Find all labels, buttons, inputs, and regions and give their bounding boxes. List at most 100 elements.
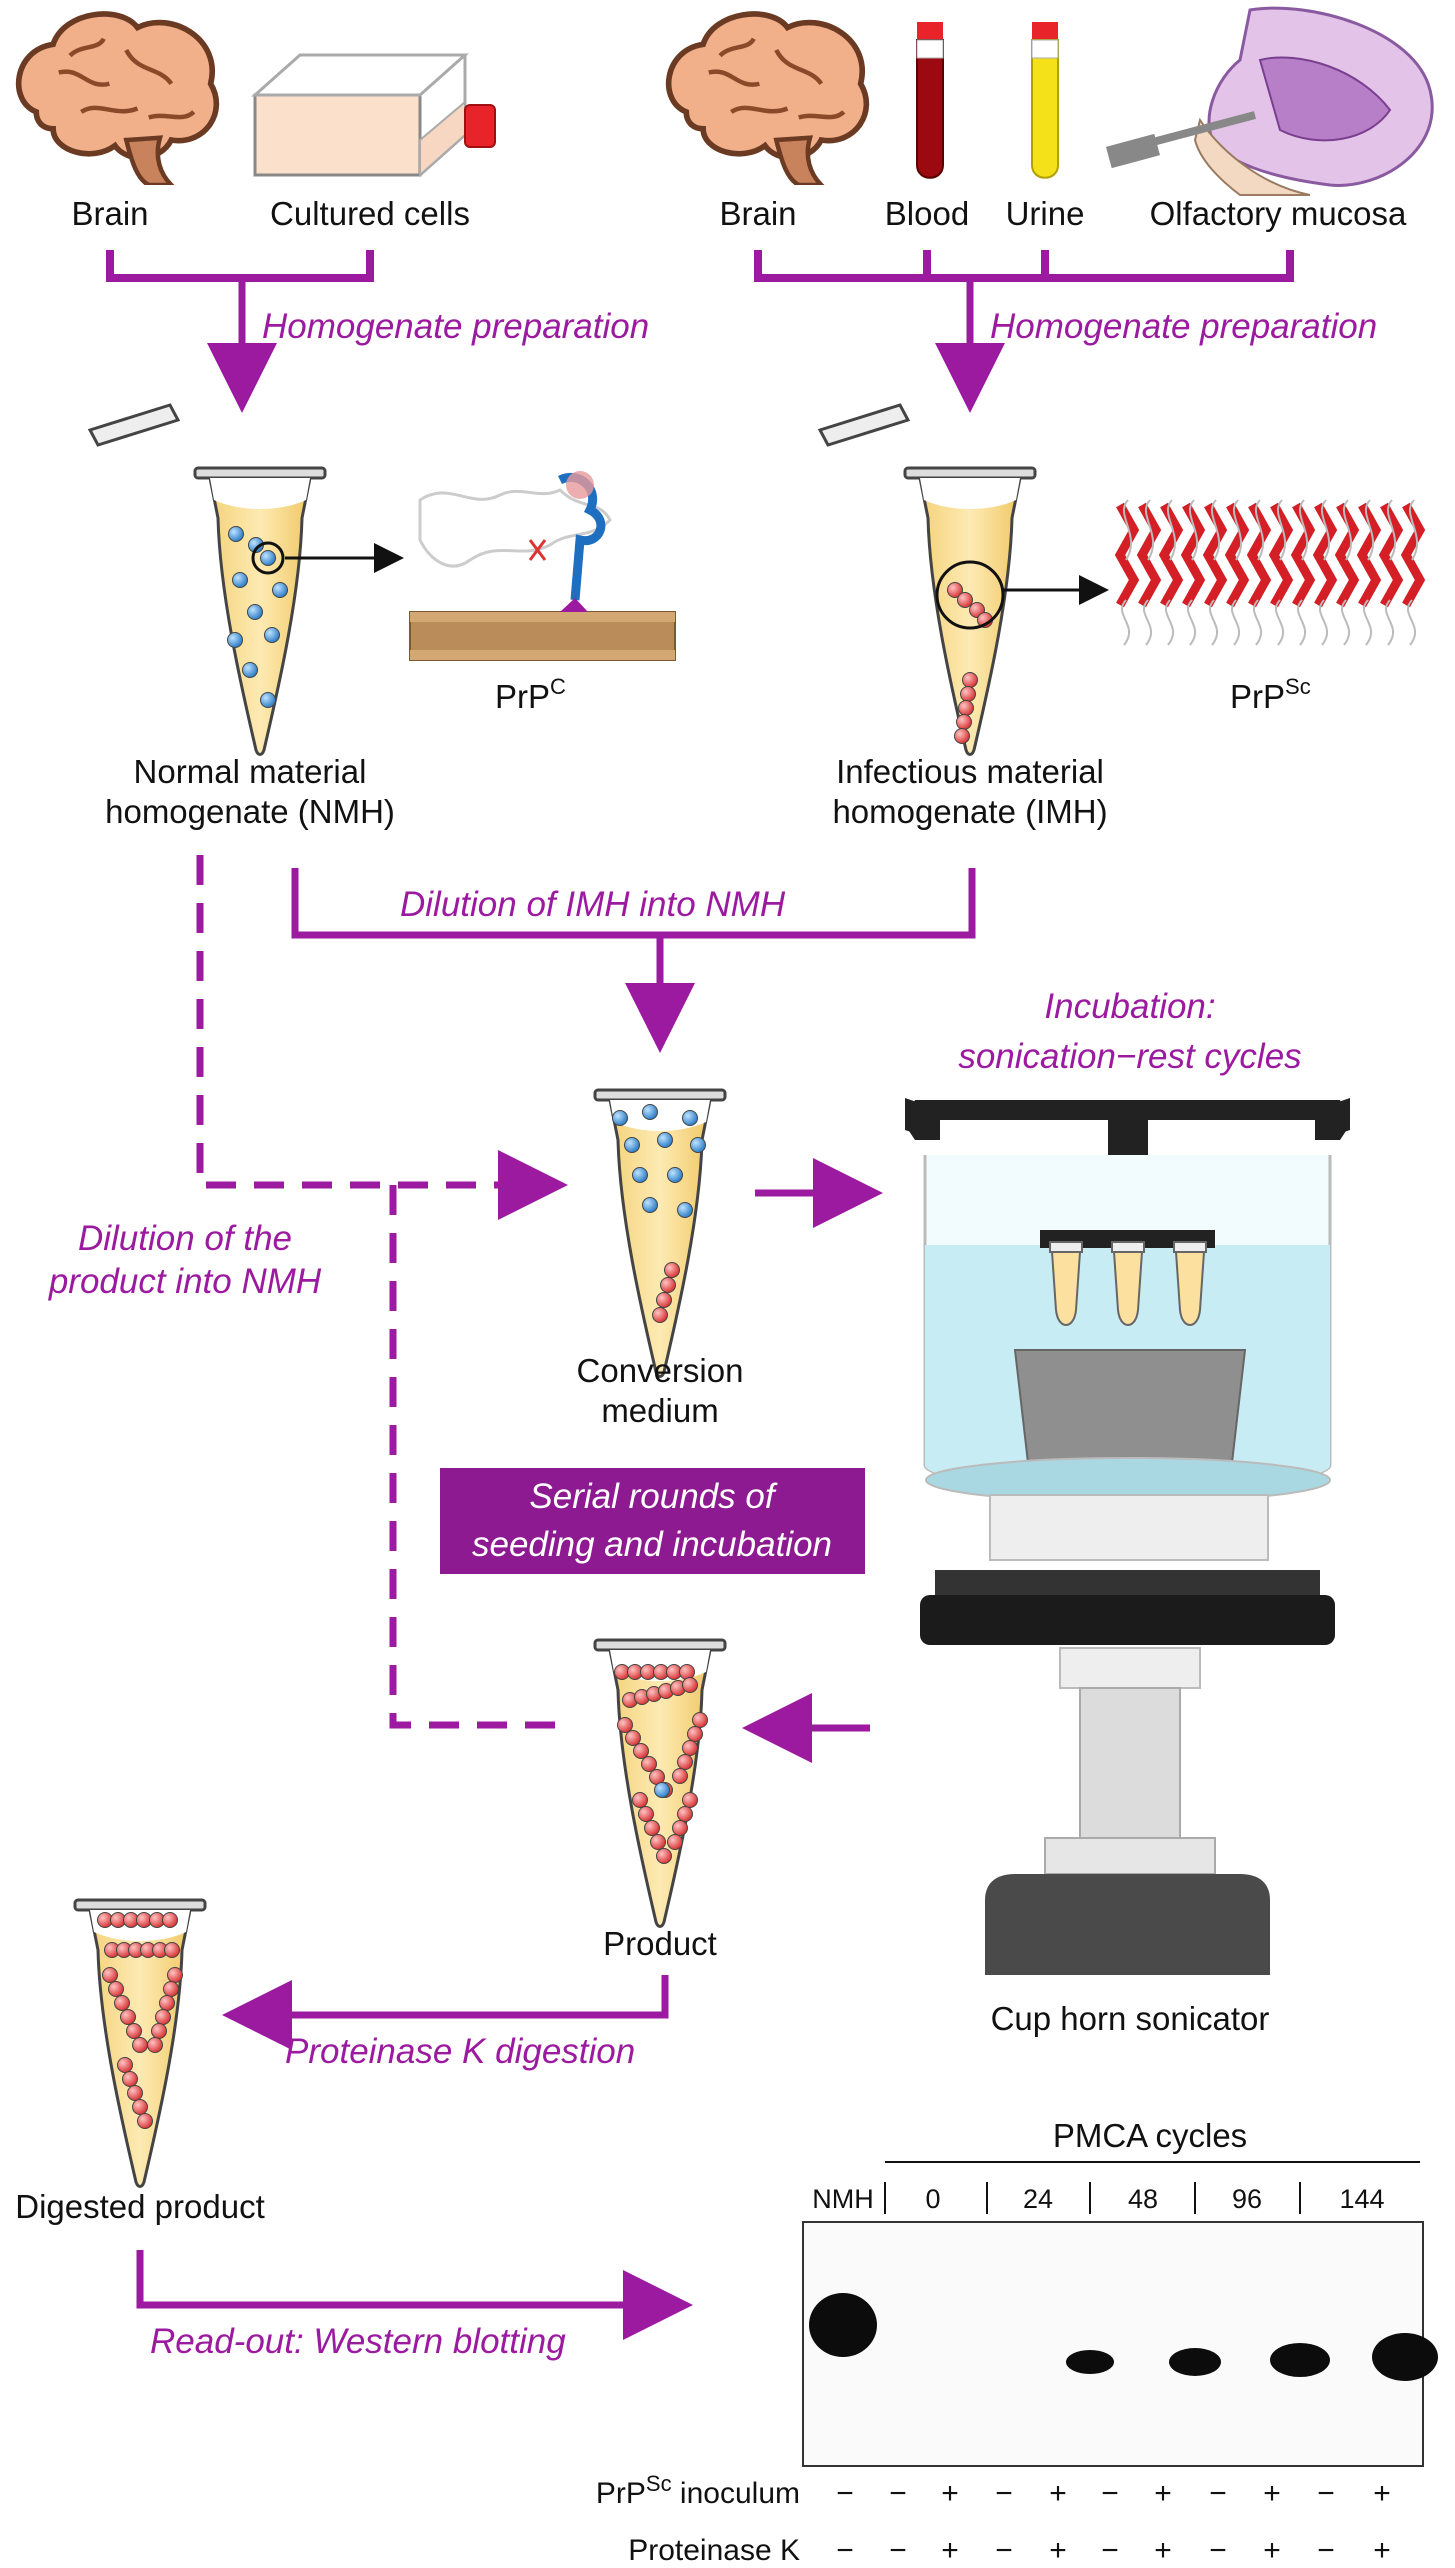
blot-header: PMCA cycles xyxy=(1053,2117,1247,2154)
step-readout: Read-out: Western blotting xyxy=(150,2322,566,2361)
prpsc-particle xyxy=(641,1756,657,1772)
prpc-particle xyxy=(272,582,288,598)
prpsc-particle xyxy=(682,1792,698,1808)
prpc-particle xyxy=(667,1167,683,1183)
inoculum-sign: + xyxy=(1373,2477,1391,2510)
prpsc-particle xyxy=(682,1740,698,1756)
prpsc-particle xyxy=(650,1834,666,1850)
prpc-particle xyxy=(247,604,263,620)
prpsc-particle xyxy=(164,1942,180,1958)
bracket-left xyxy=(106,250,374,282)
prpsc-particle xyxy=(644,1820,660,1836)
imh-label-line2: homogenate (IMH) xyxy=(832,793,1107,830)
dashed-nmh-to-conversion xyxy=(196,855,568,1220)
nmh-label-line2: homogenate (NMH) xyxy=(105,793,395,830)
prpsc-particle xyxy=(672,1820,688,1836)
inoculum-sign: + xyxy=(1154,2477,1172,2510)
step-dilution-product-1: Dilution of the xyxy=(78,1219,292,1258)
imh-tube xyxy=(817,403,1109,756)
prpsc-particle xyxy=(147,2037,163,2053)
step-homogenate-left: Homogenate preparation xyxy=(262,307,649,346)
conversion-label-1: Conversion xyxy=(577,1352,744,1389)
prpsc-particle xyxy=(127,2085,143,2101)
prpsc-particle xyxy=(960,686,976,702)
prpc-particle xyxy=(227,632,243,648)
prpsc-particle xyxy=(638,1806,654,1822)
inoculum-sign: + xyxy=(1263,2477,1281,2510)
prpsc-particle xyxy=(677,1754,693,1770)
prpsc-particle xyxy=(151,2023,167,2039)
prpsc-particle xyxy=(677,1806,693,1822)
serial-rounds-line2: seeding and incubation xyxy=(472,1525,832,1564)
lane-label: 24 xyxy=(1023,2184,1053,2214)
nmh-tube xyxy=(87,403,404,756)
prpsc-particle xyxy=(672,1768,688,1784)
label-cultured-cells: Cultured cells xyxy=(270,195,470,232)
inoculum-sign: + xyxy=(941,2477,959,2510)
arrow-readout xyxy=(136,2250,693,2340)
proteinase-k-sign: + xyxy=(941,2534,959,2567)
cup-horn-sonicator-image xyxy=(905,1098,1350,1975)
prpsc-fibril-image xyxy=(1114,499,1426,646)
prpsc-particle xyxy=(679,1664,695,1680)
prpsc-particle xyxy=(137,2113,153,2129)
label-olfactory-mucosa: Olfactory mucosa xyxy=(1150,195,1407,232)
prpsc-particle xyxy=(122,2071,138,2087)
prpc-structure-image xyxy=(409,471,676,661)
prpc-particle xyxy=(612,1110,628,1126)
label-prpc: PrPC xyxy=(495,674,566,715)
prpsc-particle xyxy=(126,2023,142,2039)
prpc-particle xyxy=(642,1104,658,1120)
step-dilution-imh: Dilution of IMH into NMH xyxy=(400,885,786,924)
prpc-particle xyxy=(690,1137,706,1153)
prpsc-particle xyxy=(617,1717,633,1733)
olfactory-mucosa-icon xyxy=(1106,6,1434,196)
blot-band xyxy=(1169,2348,1221,2376)
product-label: Product xyxy=(603,1925,717,1962)
step-dilution-product-2: product into NMH xyxy=(48,1262,322,1301)
arrow-pk xyxy=(222,1975,669,2050)
prpc-particle xyxy=(682,1110,698,1126)
culture-flask-icon xyxy=(251,53,496,178)
prpsc-particle xyxy=(656,1848,672,1864)
proteinase-k-sign: − xyxy=(889,2534,907,2567)
proteinase-k-sign: + xyxy=(1154,2534,1172,2567)
blot-band xyxy=(809,2293,877,2357)
blot-membrane xyxy=(802,2221,1424,2467)
label-prpsc: PrPSc xyxy=(1230,674,1311,715)
prpsc-particle xyxy=(956,714,972,730)
inoculum-sign: − xyxy=(1101,2477,1119,2510)
bracket-right xyxy=(754,250,1294,282)
prpsc-particle xyxy=(947,582,963,598)
prpsc-particle xyxy=(667,1834,683,1850)
proteinase-k-sign: − xyxy=(836,2534,854,2567)
prpsc-particle xyxy=(155,2009,171,2025)
lane-label: 48 xyxy=(1128,2184,1158,2214)
prpsc-particle xyxy=(633,1743,649,1759)
bracket-dilution xyxy=(291,868,976,939)
prpsc-particle xyxy=(692,1712,708,1728)
prpsc-particle xyxy=(102,1967,118,1983)
prpc-particle xyxy=(677,1202,693,1218)
prpsc-particle xyxy=(117,2057,133,2073)
conversion-medium-tube xyxy=(593,1088,727,1378)
lane-label: 0 xyxy=(925,2184,940,2214)
label-blood: Blood xyxy=(885,195,969,232)
step-pk: Proteinase K digestion xyxy=(285,2032,635,2071)
prpsc-particle xyxy=(108,1981,124,1997)
prpsc-particle xyxy=(687,1726,703,1742)
proteinase-k-sign: − xyxy=(1101,2534,1119,2567)
sonicator-label: Cup horn sonicator xyxy=(991,2000,1270,2037)
prpsc-particle xyxy=(656,1292,672,1308)
proteinase-k-sign: + xyxy=(1263,2534,1281,2567)
prpsc-particle xyxy=(167,1967,183,1983)
step-incubation-2: sonication−rest cycles xyxy=(958,1037,1301,1076)
prpsc-particle xyxy=(682,1677,698,1693)
row-label-prpsc-inoculum: PrPSc inoculum xyxy=(596,2471,800,2510)
prpc-particle xyxy=(228,526,244,542)
prpc-particle xyxy=(642,1197,658,1213)
prpsc-particle xyxy=(958,700,974,716)
prpsc-particle xyxy=(625,1730,641,1746)
row-label-proteinase-k: Proteinase K xyxy=(628,2534,800,2567)
product-tube xyxy=(593,1638,727,1928)
